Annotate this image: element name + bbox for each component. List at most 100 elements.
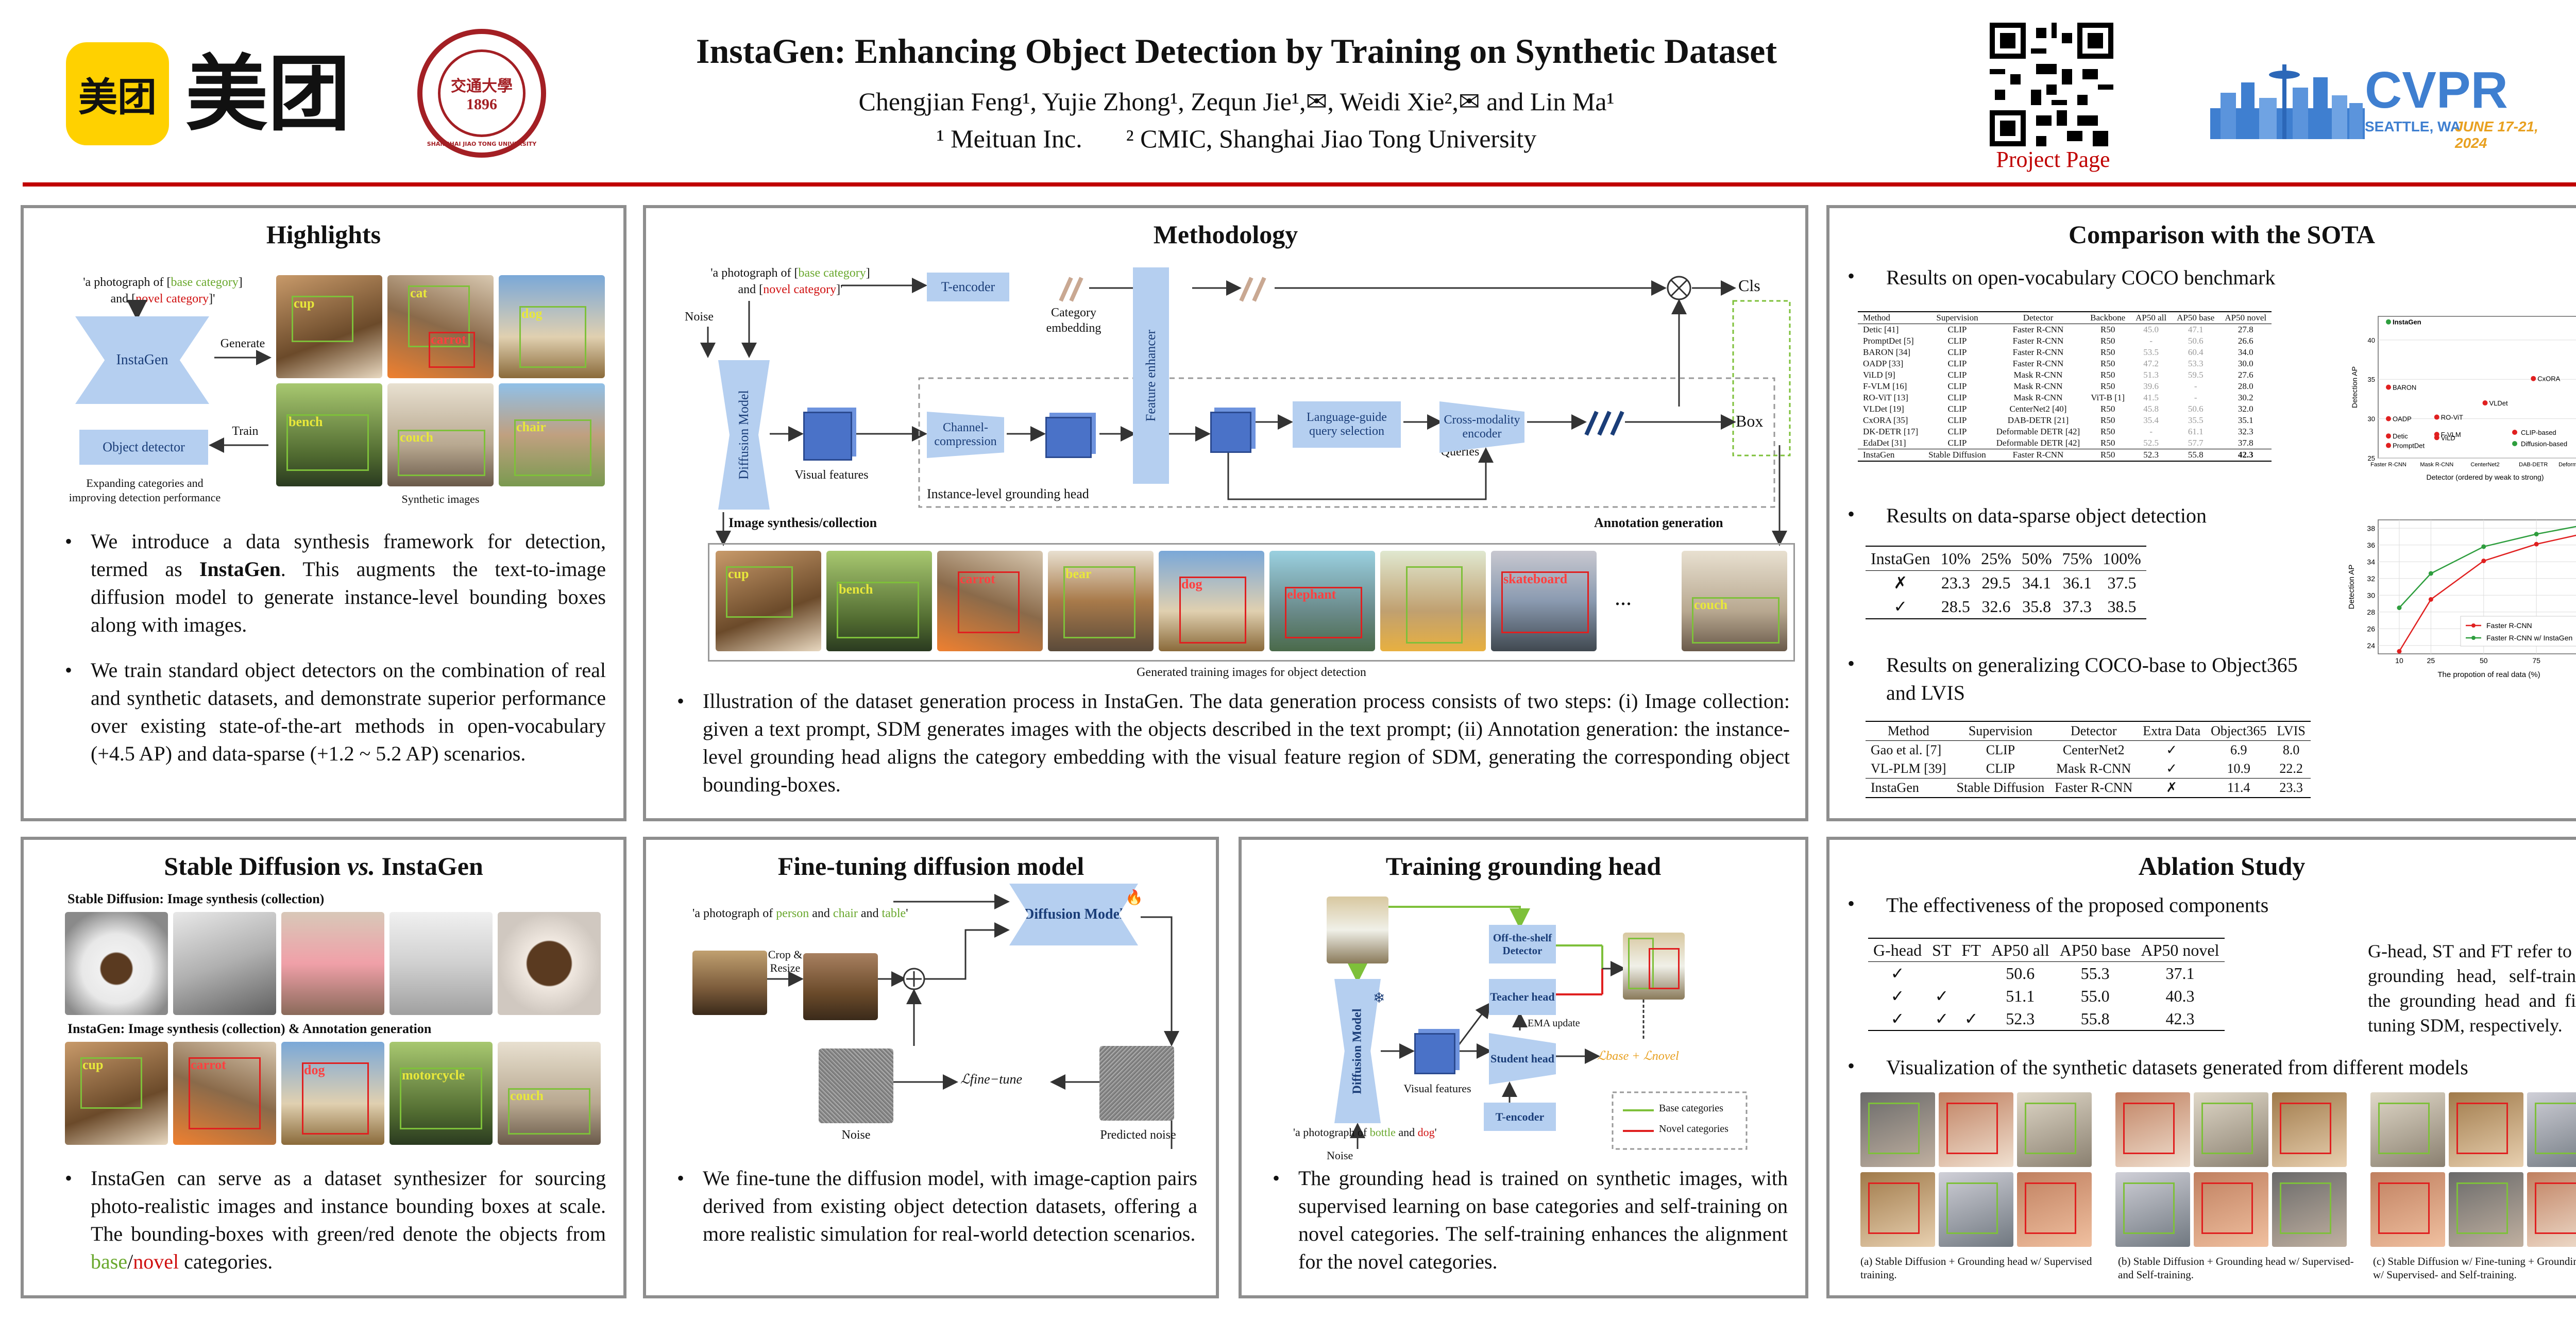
qr-code[interactable]: [1990, 23, 2113, 146]
legend-base: Base categories: [1659, 1103, 1723, 1114]
scatter-point-label: F-VLM: [2441, 431, 2461, 438]
table-cell: 59.5: [2188, 370, 2204, 380]
table-cell: R50: [2100, 450, 2115, 460]
table-cell: 60.4: [2188, 347, 2204, 357]
grounding-loss: ℒbase + ℒnovel: [1597, 1050, 1679, 1063]
table-cell: R50: [2100, 347, 2115, 357]
meituan-logo: 美团: [66, 42, 169, 145]
noise-label: Noise: [841, 1128, 871, 1142]
table-cell: Mask R-CNN: [2013, 381, 2063, 391]
table-cell: 22.2: [2279, 761, 2303, 776]
highlights-bullet-2: •We train standard object detectors on t…: [65, 658, 606, 765]
table-cell: 53.5: [2143, 347, 2159, 357]
table-cell: 45.8: [2143, 404, 2159, 414]
ablation-image: [2017, 1092, 2092, 1167]
scatter-xtick: DAB-DETR: [2519, 462, 2548, 468]
table-cell: Faster R-CNN: [2012, 336, 2064, 346]
scatter-point: [2386, 416, 2391, 421]
table-cell: CenterNet2 [40]: [2009, 404, 2067, 414]
table-cell: R50: [2100, 404, 2115, 414]
finetune-title: Fine-tuning diffusion model: [777, 852, 1084, 881]
project-page-link[interactable]: Project Page: [1996, 147, 2110, 172]
affiliations: ¹ Meituan Inc. ² CMIC, Shanghai Jiao Ton…: [618, 124, 1855, 154]
table-cell: -: [2149, 427, 2153, 436]
table-cell: 37.3: [2062, 597, 2092, 616]
instagen-row-label: InstaGen: Image synthesis (collection) &…: [67, 1021, 432, 1036]
grounding-prompt: 'a photograph of bottle and dog': [1293, 1126, 1437, 1139]
line-ytick: 24: [2367, 641, 2375, 650]
table-cell: 42.3: [2238, 450, 2253, 460]
table-cell: 55.8: [2080, 1009, 2110, 1028]
table-cell: 37.1: [2165, 964, 2195, 983]
authors-line: Chengjian Feng¹, Yujie Zhong¹, Zequn Jie…: [858, 87, 1615, 116]
line-point: [2534, 532, 2539, 537]
table-cell: 6.9: [2230, 742, 2247, 757]
line-legend-label: Faster R-CNN: [2486, 621, 2532, 630]
methodology-bullet: •Illustration of the dataset generation …: [677, 689, 1790, 796]
table-cell: 39.6: [2143, 381, 2159, 391]
table-cell: VL-PLM [39]: [1871, 761, 1946, 776]
table-cell: 35.5: [2188, 415, 2204, 425]
novel-category-text: novel category: [135, 292, 209, 306]
header-divider: [23, 182, 2576, 187]
table-cell: 52.3: [2006, 1009, 2035, 1028]
cls-label: Cls: [1738, 276, 1760, 295]
table-cell: 35.8: [2022, 597, 2052, 616]
generated-image-8: skateboard: [1491, 551, 1597, 651]
methodology-prompt: 'a photograph of [base category] and [no…: [710, 266, 870, 296]
table-cell: CLIP: [1947, 427, 1967, 436]
data-sparse-line-chart: 242628303234363810255075100The propotion…: [2347, 519, 2576, 679]
ablation-bullet-2-dot: •: [1848, 1054, 1855, 1077]
ablation-image: [2449, 1172, 2523, 1247]
table-cell: R50: [2100, 359, 2115, 368]
table-cell: 32.0: [2238, 404, 2253, 414]
scatter-ytick: 30: [2368, 415, 2375, 423]
finetune-arrows: [767, 894, 1179, 1149]
synthetic-image-6: chair: [499, 383, 605, 486]
ablation-caption-a: (a) Stable Diffusion + Grounding head w/…: [1860, 1255, 2092, 1281]
sjtu-seal-cn: 交通大學: [451, 77, 513, 95]
scatter-point-label: CxORA: [2537, 375, 2560, 383]
ablation-caption-b: (b) Stable Diffusion + Grounding head w/…: [2118, 1255, 2354, 1281]
table-cell: ✓: [2166, 761, 2178, 776]
ablation-bullet-1-dot: •: [1848, 892, 1855, 915]
grounding-bullet: •The grounding head is trained on synthe…: [1273, 1166, 1788, 1273]
sota-bullet-1: Results on open-vocabulary COCO benchmar…: [1886, 266, 2276, 289]
line-ytick: 34: [2367, 557, 2375, 566]
table-cell: 35.1: [2238, 415, 2253, 425]
sd-image-1: [65, 912, 168, 1015]
grounding-noise-label: Noise: [1327, 1149, 1353, 1162]
methodology-panel: Methodology 'a photograph of [base categ…: [643, 205, 1808, 821]
table-cell: R50: [2100, 370, 2115, 380]
grounding-title: Training grounding head: [1385, 852, 1662, 881]
generated-image-6: elephant: [1269, 551, 1375, 651]
table-cell: Stable Diffusion: [1956, 780, 2045, 795]
table-cell: InstaGen: [1871, 780, 1919, 795]
line-xtick: 75: [2532, 656, 2540, 665]
table-cell: [1927, 962, 1956, 985]
table-cell: R50: [2100, 336, 2115, 346]
scatter-point-label: VLDet: [2489, 399, 2509, 407]
scatter-legend-clip: CLIP-based: [2521, 429, 2556, 436]
table-cell: BARON [34]: [1863, 347, 1911, 357]
scatter-ylabel: Detection AP: [2350, 366, 2359, 408]
table-cell: ViT-B [1]: [2091, 393, 2125, 402]
scatter-xtick: Faster R-CNN: [2370, 462, 2406, 468]
table-cell: 55.0: [2080, 987, 2110, 1005]
scatter-point-label: RO-ViT: [2441, 414, 2463, 421]
table-cell: 50.6: [2188, 404, 2204, 414]
generated-image-5: dog: [1159, 551, 1264, 651]
cross-modality-box: Cross-modality encoder: [1439, 401, 1524, 453]
synthetic-image-4: bench: [276, 383, 382, 486]
ablation-image: [1860, 1172, 1935, 1247]
generated-image-9: couch: [1682, 551, 1787, 651]
table-cell: 45.0: [2143, 325, 2159, 334]
t-encoder-box: T-encoder: [927, 273, 1009, 301]
